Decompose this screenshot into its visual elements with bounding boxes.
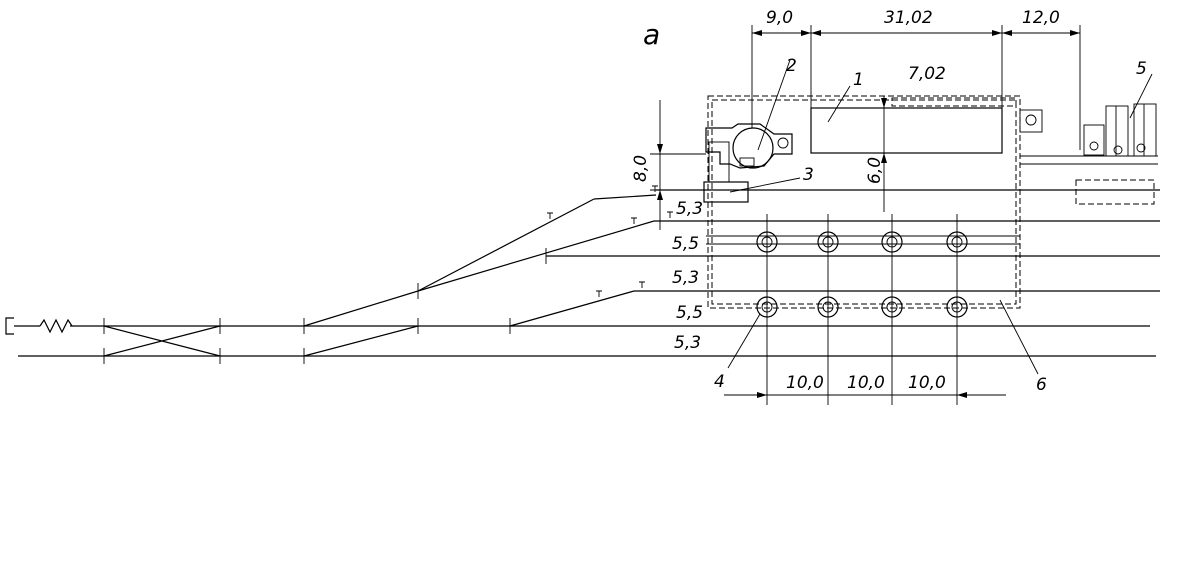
mast — [756, 296, 778, 318]
object-5: 5 — [1020, 59, 1158, 205]
mast — [756, 231, 778, 253]
callout-3-label: 3 — [803, 165, 814, 185]
callout-6-label: 6 — [1036, 375, 1047, 395]
track-spacing-2: 5,5 — [672, 234, 699, 254]
building-1: 7,02 6,0 — [810, 64, 1003, 212]
mast — [946, 231, 968, 253]
bottom-dimension-chain: 10,0 10,0 10,0 — [724, 373, 1006, 398]
object-3: 3 — [703, 165, 814, 203]
mast — [817, 296, 839, 318]
top-dimension-chain: 9,0 31,02 12,0 — [751, 8, 1081, 150]
callout-1-label: 1 — [853, 70, 864, 90]
dim-bottom-1: 10,0 — [786, 373, 824, 393]
enclosure-6: 6 — [707, 95, 1047, 395]
dim-top-left: 9,0 — [766, 8, 793, 28]
callout-5-label: 5 — [1136, 59, 1147, 79]
dim-vertical-left-label: 8,0 — [631, 155, 651, 182]
figure-label: a — [643, 18, 660, 51]
dim-top-right: 12,0 — [1022, 8, 1060, 28]
masts: 4 — [714, 214, 968, 405]
mast — [881, 231, 903, 253]
callout-2-label: 2 — [786, 56, 797, 76]
dim-bottom-3: 10,0 — [908, 373, 946, 393]
callout-1: 1 — [827, 70, 864, 123]
structure-2: 2 — [705, 56, 797, 183]
track-spacing-5: 5,3 — [674, 333, 701, 353]
dim-bottom-2: 10,0 — [847, 373, 885, 393]
mast — [946, 296, 968, 318]
tracks — [5, 185, 1160, 364]
mast — [881, 296, 903, 318]
track-spacing-1: 5,3 — [676, 199, 703, 219]
track-spacing-labels: 5,3 5,5 5,3 5,5 5,3 — [672, 199, 703, 353]
mast — [817, 231, 839, 253]
dim-vertical-inner: 6,0 — [865, 157, 885, 184]
track-spacing-4: 5,5 — [676, 303, 703, 323]
callout-4-label: 4 — [714, 372, 725, 392]
dim-inner-width: 7,02 — [908, 64, 946, 84]
dim-top-middle: 31,02 — [884, 8, 933, 28]
track-spacing-3: 5,3 — [672, 268, 699, 288]
